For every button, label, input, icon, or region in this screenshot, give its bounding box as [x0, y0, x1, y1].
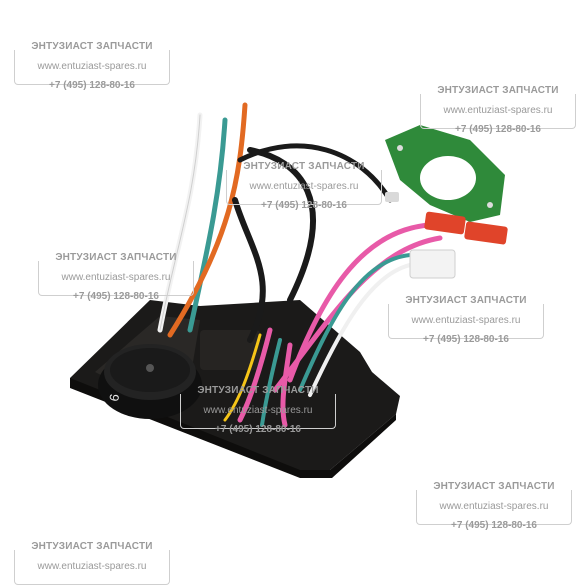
watermark: ЭНТУЗИАСТ ЗАПЧАСТИ www.entuziast-spares.… [420, 86, 576, 135]
watermark-title: ЭНТУЗИАСТ ЗАПЧАСТИ [405, 295, 527, 306]
watermark-phone: +7 (495) 128-80-16 [49, 80, 135, 91]
watermark-url: www.entuziast-spares.ru [411, 315, 521, 326]
watermark-phone: +7 (495) 128-80-16 [455, 124, 541, 135]
watermark-title: ЭНТУЗИАСТ ЗАПЧАСТИ [437, 85, 559, 96]
watermark-url: www.entuziast-spares.ru [37, 561, 147, 572]
sensor-pcb [385, 125, 505, 222]
watermark: ЭНТУЗИАСТ ЗАПЧАСТИ www.entuziast-spares.… [14, 42, 170, 91]
wire-bundle [157, 102, 443, 428]
white-connector [409, 249, 456, 279]
watermark-phone: +7 (495) 128-80-16 [261, 200, 347, 211]
watermark-title: ЭНТУЗИАСТ ЗАПЧАСТИ [433, 481, 555, 492]
watermark-phone: +7 (495) 128-80-16 [215, 424, 301, 435]
watermark: ЭНТУЗИАСТ ЗАПЧАСТИ www.entuziast-spares.… [14, 541, 170, 585]
watermark-url: www.entuziast-spares.ru [37, 61, 147, 72]
watermark-title: ЭНТУЗИАСТ ЗАПЧАСТИ [55, 252, 177, 263]
watermark-phone: +7 (495) 128-80-16 [423, 334, 509, 345]
ring-terminal [385, 192, 399, 202]
watermark-title: ЭНТУЗИАСТ ЗАПЧАСТИ [31, 41, 153, 52]
dial-label: 6 [106, 393, 122, 403]
watermark: ЭНТУЗИАСТ ЗАПЧАСТИ www.entuziast-spares.… [226, 162, 382, 211]
watermark-url: www.entuziast-spares.ru [443, 105, 553, 116]
watermark-url: www.entuziast-spares.ru [61, 272, 171, 283]
watermark-title: ЭНТУЗИАСТ ЗАПЧАСТИ [243, 161, 365, 172]
watermark-phone: +7 (495) 128-80-16 [73, 291, 159, 302]
speed-dial: 6 [98, 344, 202, 419]
watermark-title: ЭНТУЗИАСТ ЗАПЧАСТИ [197, 385, 319, 396]
watermark: ЭНТУЗИАСТ ЗАПЧАСТИ www.entuziast-spares.… [388, 296, 544, 345]
watermark: ЭНТУЗИАСТ ЗАПЧАСТИ www.entuziast-spares.… [416, 482, 572, 531]
watermark: ЭНТУЗИАСТ ЗАПЧАСТИ www.entuziast-spares.… [38, 253, 194, 302]
watermark-url: www.entuziast-spares.ru [203, 405, 313, 416]
spade-terminals [424, 211, 508, 245]
watermark-title: ЭНТУЗИАСТ ЗАПЧАСТИ [31, 541, 153, 552]
watermark-phone: +7 (495) 128-80-16 [451, 520, 537, 531]
watermark-url: www.entuziast-spares.ru [439, 501, 549, 512]
watermark: ЭНТУЗИАСТ ЗАПЧАСТИ www.entuziast-spares.… [180, 386, 336, 435]
watermark-url: www.entuziast-spares.ru [249, 181, 359, 192]
